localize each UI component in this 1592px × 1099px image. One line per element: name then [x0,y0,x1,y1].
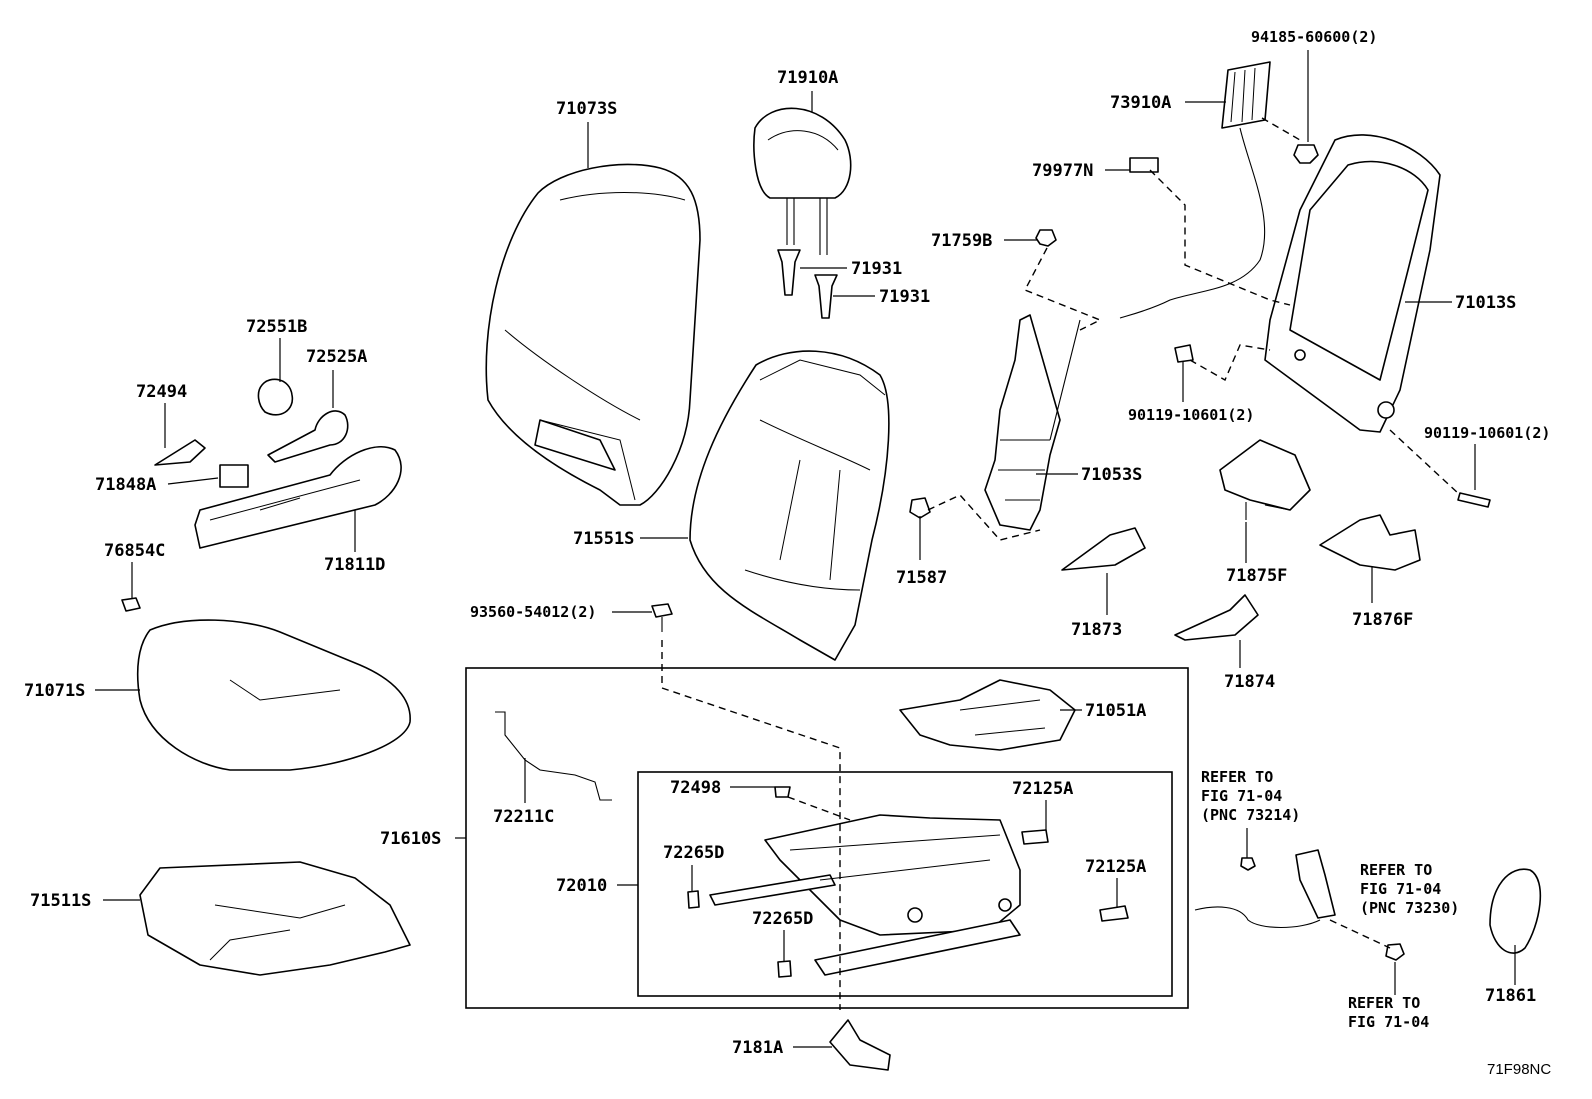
dashed-leader-90119-b [1389,429,1461,496]
seat-adjuster-72010-shape [709,814,1021,976]
label-71873: 71873 [1071,620,1122,640]
label-71587: 71587 [896,568,947,588]
dashed-leader-90119-a [1189,344,1271,381]
label-71759B: 71759B [931,231,992,251]
label-71511S: 71511S [30,891,91,911]
label-71876F: 71876F [1352,610,1413,630]
label-71874: 71874 [1224,672,1275,692]
label-72265D-a: 72265D [663,843,724,863]
label-72525A: 72525A [306,347,367,367]
diagram-code: 71F98NC [1487,1061,1551,1078]
svg-text:(PNC 73230): (PNC 73230) [1360,899,1459,917]
shield-71811D-shape [194,446,402,549]
bracket-7181A-shape [829,1019,891,1071]
hook-72498-shape [774,786,791,798]
label-90119-10601-a: 90119-10601(2) [1128,406,1254,424]
screw-93560-shape [651,603,673,632]
svg-text:FIG 71-04: FIG 71-04 [1348,1013,1429,1031]
clip-71759B-shape [1035,229,1057,247]
label-72265D-b: 72265D [752,909,813,929]
knob-72551B-shape [257,378,294,416]
svg-text:(PNC 73214): (PNC 73214) [1201,806,1300,824]
label-71071S: 71071S [24,681,85,701]
svg-text:REFER TO: REFER TO [1201,768,1273,786]
label-79977N-shape [1129,157,1159,173]
seat-belt-buckle-shape [1194,849,1405,961]
recliner-cover-71876F-shape [1319,514,1421,571]
reference-note-pnc-73230: REFER TO FIG 71-04 (PNC 73230) [1360,861,1459,917]
seat-cushion-cover-71071S-shape [136,619,411,771]
svg-text:REFER TO: REFER TO [1360,861,1432,879]
dashed-leader-93560 [661,640,841,1010]
leader-lines [95,50,1516,1048]
clip-76854C-shape [121,597,141,612]
label-71811D: 71811D [324,555,385,575]
clip-71587-shape [909,497,931,519]
label-71910A: 71910A [777,68,838,88]
clip-72265D-shape [687,890,700,909]
cover-71848A-shape [219,464,249,488]
label-72211C: 72211C [493,807,554,827]
label-93560-54012: 93560-54012(2) [470,603,596,621]
svg-text:FIG 71-04: FIG 71-04 [1360,880,1441,898]
label-71931-a: 71931 [851,259,902,279]
side-airbag-73910A-shape [1119,61,1271,319]
trim-72494-shape [154,439,206,466]
label-73910A: 73910A [1110,93,1171,113]
wire-72211C-shape [495,711,612,801]
label-71610S: 71610S [380,829,441,849]
headrest-71910A-shape [753,107,852,255]
clip-72125A-shape-2 [1099,905,1129,922]
dashed-leader-71759B [1024,247,1102,331]
seatback-pad-71551S-shape [689,350,890,661]
clip-72125A-shape [1021,829,1049,845]
label-71551S: 71551S [573,529,634,549]
label-72551B: 72551B [246,317,307,337]
label-71053S: 71053S [1081,465,1142,485]
lever-72525A-shape [267,410,349,463]
label-76854C: 76854C [104,541,165,561]
bolt-90119-shape [1174,344,1491,508]
label-71861: 71861 [1485,986,1536,1006]
lumbar-support-71053S-shape [984,314,1081,531]
label-71073S: 71073S [556,99,617,119]
label-72125A-a: 72125A [1012,779,1073,799]
seatback-cover-71073S-shape [485,163,701,506]
label-90119-10601-b: 90119-10601(2) [1424,424,1550,442]
label-71848A: 71848A [95,475,156,495]
seat-cushion-pad-71511S-shape [139,861,411,976]
label-72494: 72494 [136,382,187,402]
cover-71861-shape [1489,868,1542,954]
label-94185-60600: 94185-60600(2) [1251,28,1377,46]
cover-71873-shape [1061,527,1146,571]
dashed-leader-79977N [1149,169,1291,306]
assembly-frame-72010 [637,771,1173,997]
dashed-leader-94185 [1261,117,1301,141]
label-71051A: 71051A [1085,701,1146,721]
label-79977N: 79977N [1032,161,1093,181]
cover-71874-shape [1174,594,1259,641]
label-72010: 72010 [556,876,607,896]
nut-94185-shape [1293,144,1319,164]
recliner-cover-71875F-shape [1219,439,1311,520]
headrest-guide-71931-shape [777,249,838,319]
label-72125A-b: 72125A [1085,857,1146,877]
svg-text:FIG 71-04: FIG 71-04 [1201,787,1282,805]
dashed-leader-71587 [927,494,1041,541]
seatback-frame-71013S-shape [1264,134,1441,433]
reference-note-fig-71-04: REFER TO FIG 71-04 [1348,994,1429,1031]
label-71875F: 71875F [1226,566,1287,586]
clip-72265D-shape-2 [777,960,792,978]
svg-text:REFER TO: REFER TO [1348,994,1420,1012]
reference-note-pnc-73214: REFER TO FIG 71-04 (PNC 73214) [1201,768,1300,824]
dashed-leader-buckle [1329,919,1391,949]
lifter-71051A-shape [899,679,1076,751]
label-7181A: 7181A [732,1038,783,1058]
label-71931-b: 71931 [879,287,930,307]
label-71013S: 71013S [1455,293,1516,313]
label-72498: 72498 [670,778,721,798]
